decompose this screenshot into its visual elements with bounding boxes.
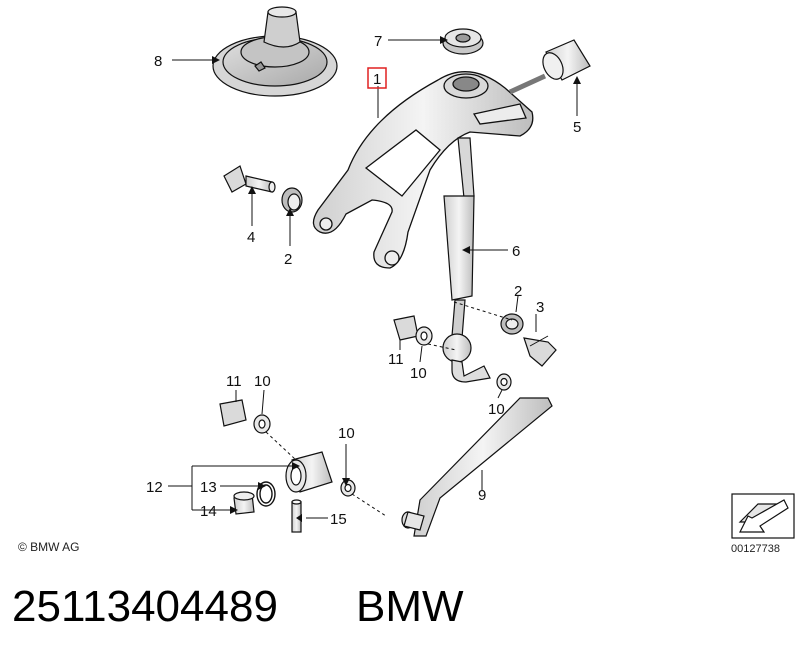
part-10-washer-lower: [340, 479, 356, 497]
leader-arrowheads: [212, 36, 581, 522]
part-10-washer-left: [253, 414, 271, 434]
callout-2-upper[interactable]: 2: [284, 251, 292, 268]
callout-10-lower[interactable]: 10: [338, 425, 355, 442]
part-2-bushing-upper: [281, 187, 303, 213]
leader-lines: [168, 39, 578, 519]
callout-5[interactable]: 5: [573, 119, 581, 136]
callout-9[interactable]: 9: [478, 487, 486, 504]
callout-10-middle[interactable]: 10: [410, 365, 427, 382]
copyright-notice: © BMW AG: [18, 540, 80, 554]
part-10-washer-right: [496, 373, 512, 391]
callout-11-middle[interactable]: 11: [388, 351, 404, 368]
part-11-clip-middle: [393, 315, 419, 341]
part-7-bushing: [442, 28, 484, 55]
part-1-selector-arm: [312, 71, 547, 269]
part-8-rubber-boot: [212, 6, 338, 97]
callout-13[interactable]: 13: [200, 479, 217, 496]
callout-10-right[interactable]: 10: [488, 401, 505, 418]
parts-diagram: 1 2 2 3 4 5 6 7 8 9 10 10 10 10 11 11 12…: [146, 6, 795, 539]
footer: 25113404489 BMW: [0, 582, 799, 642]
callout-12[interactable]: 12: [146, 479, 163, 496]
part-6-shift-lever: [442, 137, 491, 383]
callout-1[interactable]: 1: [373, 71, 381, 88]
callout-2-lower[interactable]: 2: [514, 283, 522, 300]
part-13-o-ring: [256, 481, 276, 507]
part-12-joint-assembly: [285, 451, 333, 493]
callout-10-left[interactable]: 10: [254, 373, 271, 390]
callout-11-left[interactable]: 11: [226, 373, 242, 390]
part-3-clip: [523, 335, 557, 367]
part-9-linkage-rod: [401, 397, 553, 537]
callout-14[interactable]: 14: [200, 503, 217, 520]
callout-3[interactable]: 3: [536, 299, 544, 316]
part-2-bushing-lower: [500, 313, 524, 335]
callout-6[interactable]: 6: [512, 243, 520, 260]
part-5-sleeve: [542, 39, 591, 81]
part-number: 25113404489: [12, 582, 278, 631]
callout-4[interactable]: 4: [247, 229, 255, 246]
callout-7[interactable]: 7: [374, 33, 382, 50]
part-11-clip-left: [219, 399, 247, 427]
highlight-box-part-1: [367, 67, 387, 89]
callout-8[interactable]: 8: [154, 53, 162, 70]
part-4-clip: [223, 165, 276, 193]
part-10-washer-middle: [415, 326, 433, 346]
drawing-id: 00127738: [731, 543, 780, 555]
cross-reference-arrow-icon: [731, 493, 795, 539]
brand-name: BMW: [356, 582, 464, 631]
callout-15[interactable]: 15: [330, 511, 347, 528]
part-14-bushing: [233, 491, 255, 515]
